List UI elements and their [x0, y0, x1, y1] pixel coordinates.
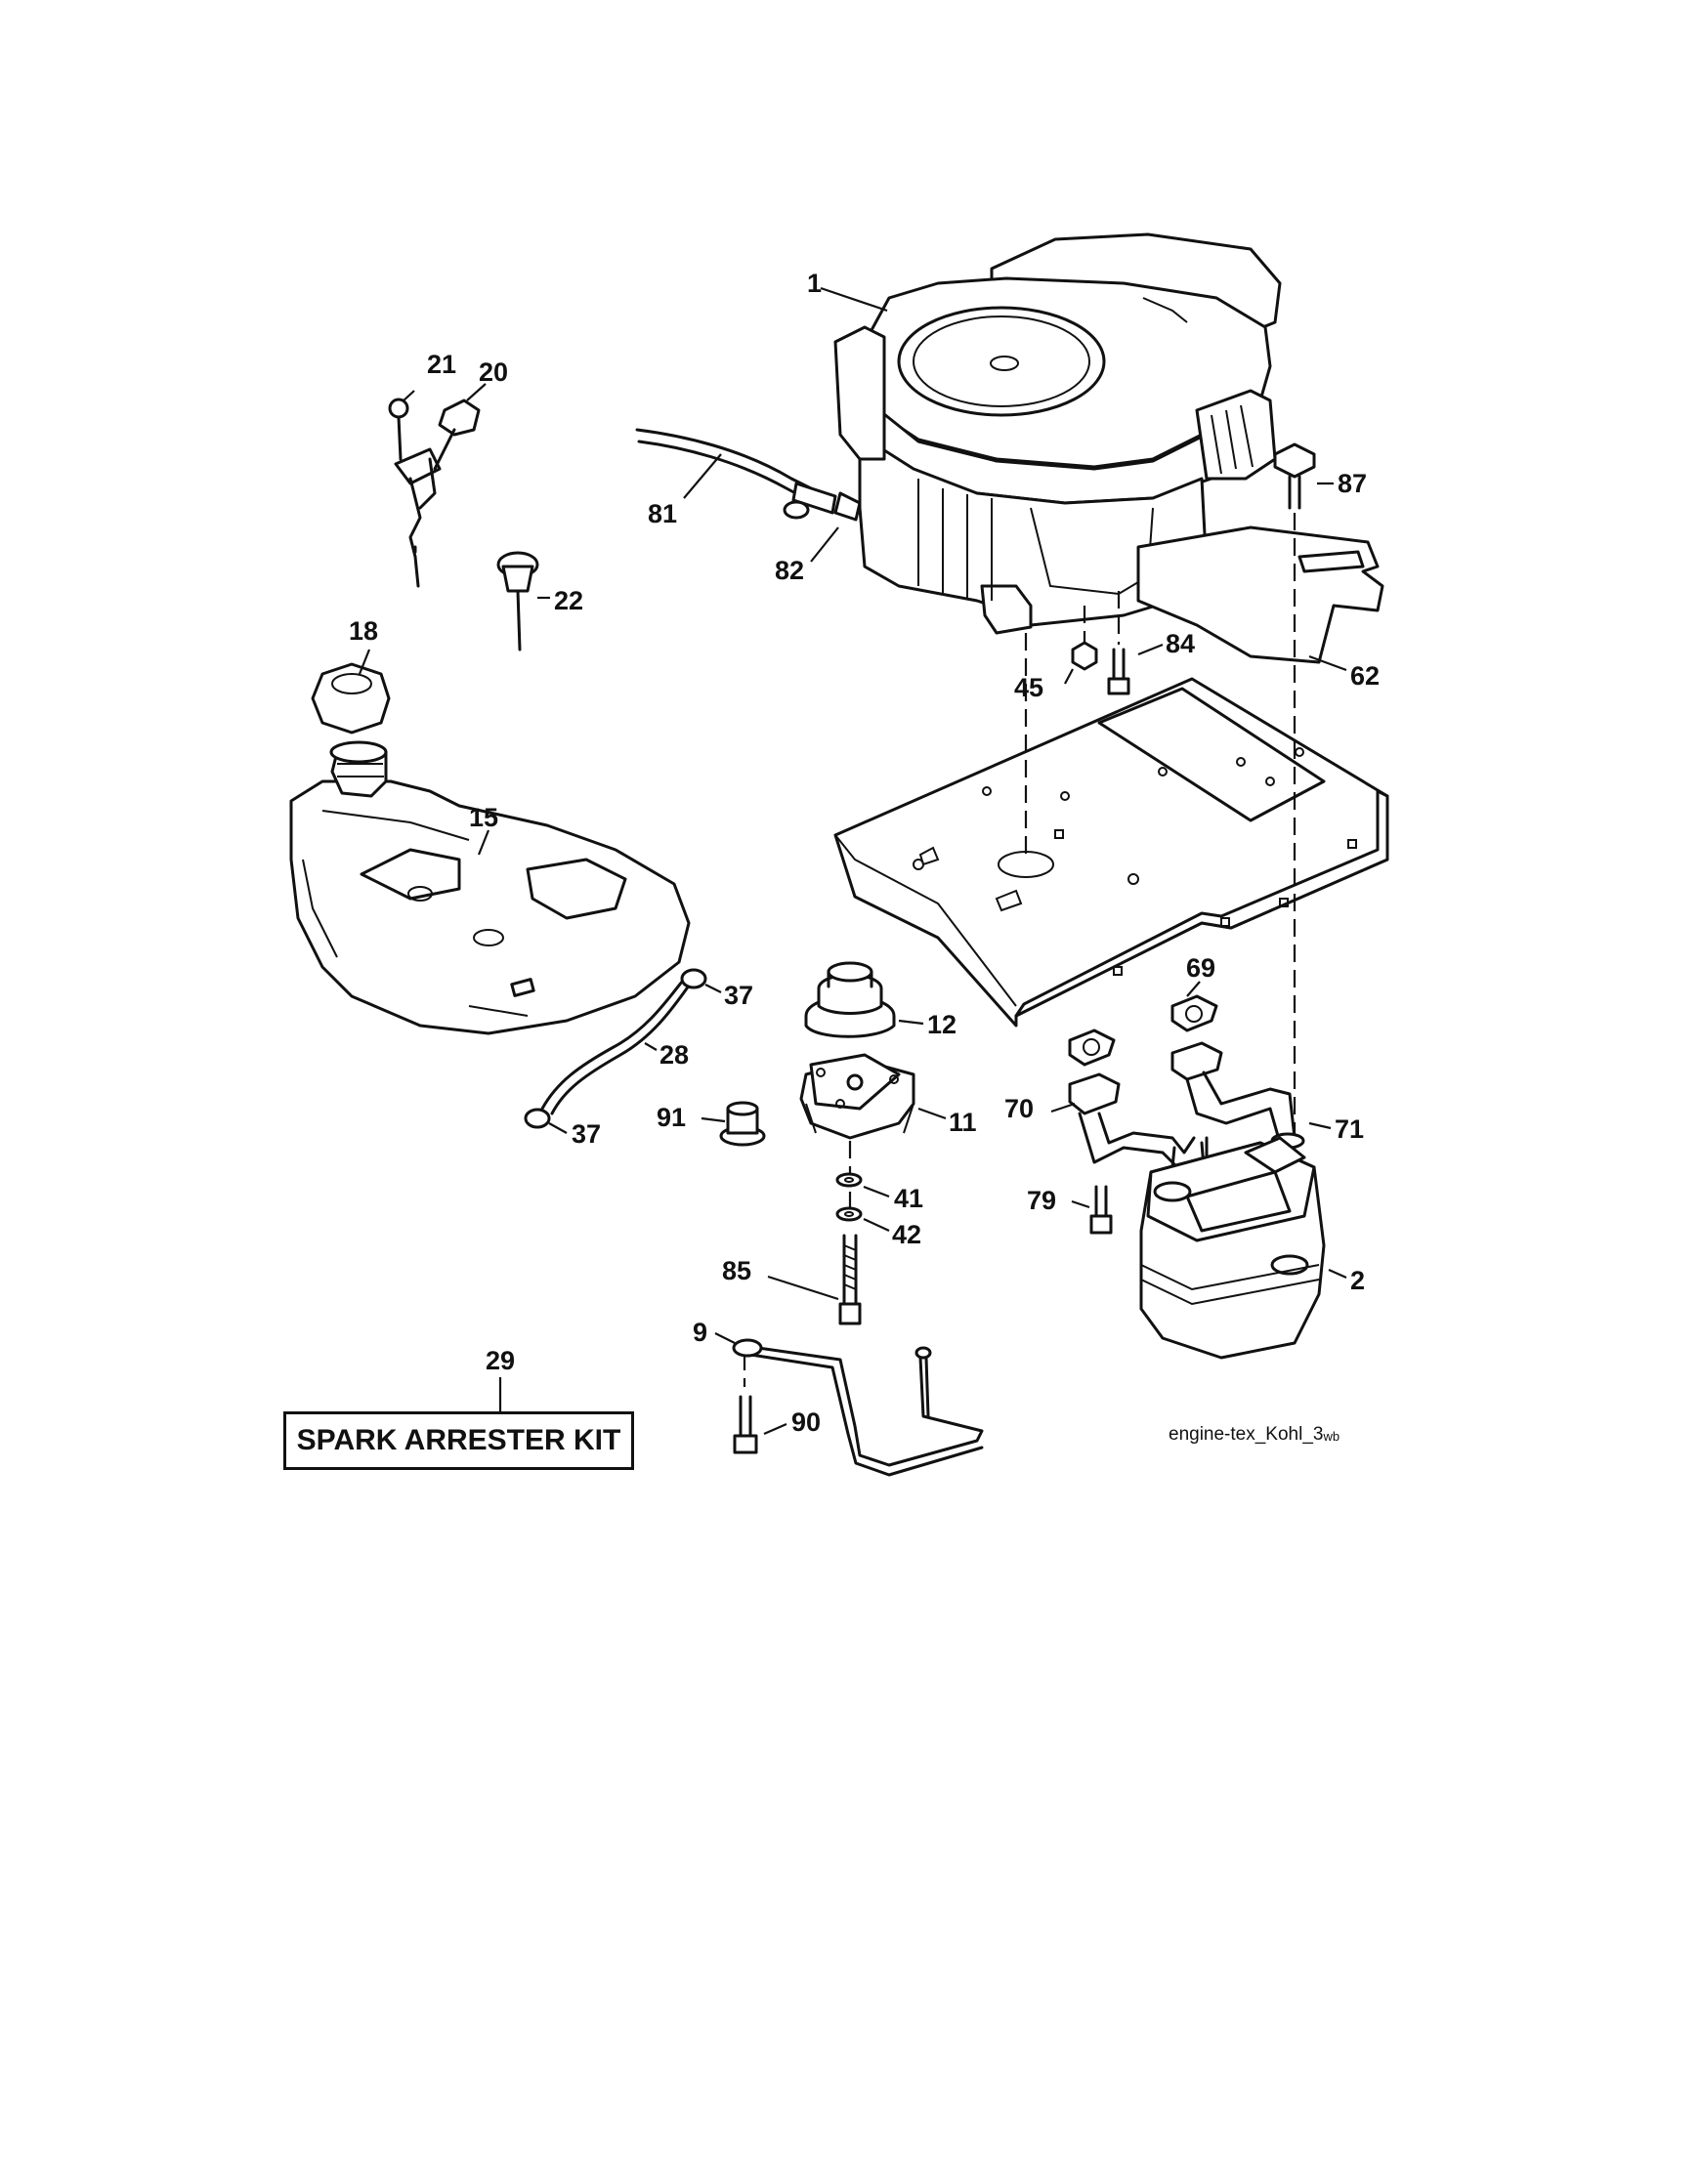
muffler [1139, 1136, 1347, 1360]
callout-71: 71 [1335, 1114, 1364, 1144]
spacer [701, 1101, 766, 1147]
engine-assembly [820, 232, 1282, 635]
callout-9: 9 [693, 1318, 707, 1347]
choke-plug [496, 551, 550, 651]
callout-20: 20 [479, 357, 508, 387]
support-rod [714, 1332, 984, 1477]
callout-70: 70 [1004, 1094, 1034, 1123]
washers-bolt [767, 1172, 890, 1325]
drawing-code-main: engine-tex_Kohl_3 [1169, 1424, 1324, 1445]
fuel-hose [524, 968, 722, 1134]
fuel-line [635, 428, 862, 563]
exhaust-gaskets [1068, 981, 1218, 1067]
callout-84: 84 [1166, 629, 1195, 658]
drawing-code: engine-tex_Kohl_3wb [1169, 1424, 1340, 1446]
callout-69: 69 [1186, 953, 1215, 983]
callout-1: 1 [807, 269, 822, 298]
callout-82: 82 [775, 556, 804, 585]
callout-29: 29 [486, 1346, 516, 1375]
callout-22: 22 [554, 586, 583, 615]
engine-mount-hardware [1064, 442, 1334, 695]
fuel-cap [311, 649, 391, 735]
engine-frame [833, 525, 1389, 1028]
exhaust-bolt [1071, 1185, 1113, 1235]
clutch-pulley [804, 961, 924, 1038]
callout-37-upper: 37 [724, 981, 753, 1010]
callout-labels: 1 2 9 11 12 15 18 20 21 22 28 37 37 41 4… [349, 269, 1380, 1437]
fuel-tank [289, 740, 691, 1035]
callout-37-lower: 37 [572, 1119, 601, 1149]
callout-11: 11 [949, 1108, 977, 1137]
callout-28: 28 [659, 1040, 689, 1070]
callout-41: 41 [894, 1184, 923, 1213]
callout-79: 79 [1027, 1186, 1056, 1215]
callout-62: 62 [1350, 661, 1380, 691]
callout-45: 45 [1014, 673, 1043, 702]
callout-91: 91 [657, 1103, 686, 1132]
callout-87: 87 [1338, 469, 1367, 498]
callout-2: 2 [1350, 1266, 1365, 1295]
pto-clutch [799, 1053, 947, 1140]
drawing-code-suffix: wb [1323, 1429, 1340, 1444]
kit-label-text: SPARK ARRESTER KIT [296, 1424, 621, 1456]
callout-15: 15 [469, 803, 498, 832]
callout-85: 85 [722, 1256, 751, 1285]
callout-42: 42 [892, 1220, 921, 1249]
callout-21: 21 [427, 350, 456, 379]
callout-81: 81 [648, 499, 677, 528]
callout-12: 12 [927, 1010, 957, 1039]
callout-90: 90 [791, 1407, 821, 1437]
callout-18: 18 [349, 616, 378, 646]
throttle-bracket [388, 383, 487, 588]
spark-arrester-kit-label: SPARK ARRESTER KIT [283, 1411, 634, 1470]
